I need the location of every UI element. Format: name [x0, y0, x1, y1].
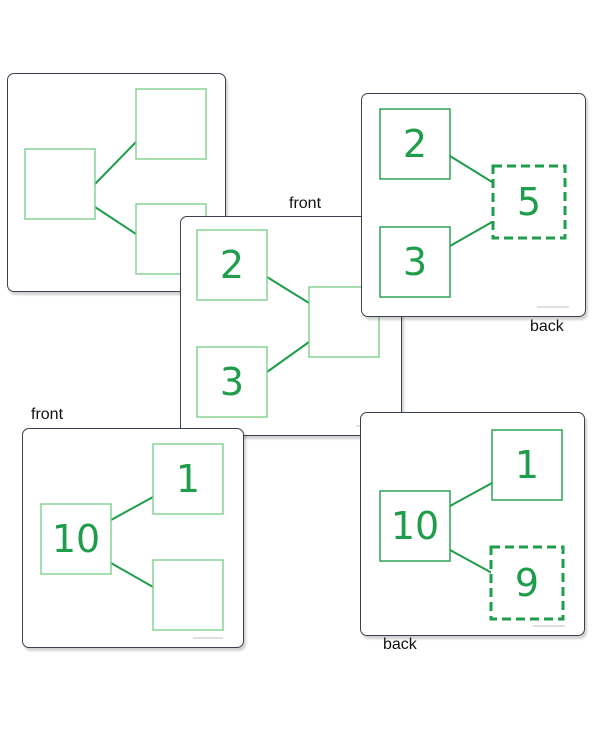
part-top-box [196, 229, 268, 301]
part-top-number: 2 [403, 122, 427, 166]
whole-box [40, 503, 112, 575]
footer-mark [537, 306, 569, 308]
part-bottom-number: 3 [220, 360, 244, 404]
footer-mark [533, 625, 565, 627]
connector-line [110, 562, 154, 588]
back-label: back [530, 318, 564, 335]
whole-box-dashed [491, 164, 567, 240]
part-bottom-number: 9 [515, 561, 539, 605]
part-top-box [491, 429, 563, 501]
back-label: back [383, 636, 417, 653]
whole-number: 5 [517, 180, 541, 224]
connector-line [94, 141, 137, 185]
part-bottom-number: 3 [403, 240, 427, 284]
part-top-number: 2 [220, 243, 244, 287]
part-bottom-box-dashed [489, 545, 565, 621]
connector-line [449, 155, 493, 183]
whole-box [379, 490, 451, 562]
part-bottom-box [152, 559, 224, 631]
part-top-number: 1 [515, 443, 539, 487]
whole-number: 10 [391, 504, 439, 548]
connector-line [449, 221, 493, 247]
part-bottom-box [196, 346, 268, 418]
connector-line [266, 276, 310, 304]
connector-line [94, 206, 137, 235]
part-top-box [379, 108, 451, 180]
connector-line [110, 496, 154, 521]
number-bond-diagram: 10 1 9 [379, 429, 565, 627]
part-top-box [135, 88, 207, 160]
connector-line [449, 482, 493, 507]
number-bond-diagram: 10 1 [40, 443, 224, 639]
part-top-number: 1 [176, 457, 200, 501]
front-label: front [289, 195, 322, 212]
front-label: front [31, 406, 64, 423]
card-back-2-3-5: 2 3 5 [361, 93, 586, 317]
footer-mark [193, 637, 223, 639]
connector-line [266, 341, 310, 373]
card-front-10-1: 10 1 [22, 428, 244, 648]
number-bond-diagram: 2 3 5 [379, 108, 569, 308]
part-top-box [152, 443, 224, 515]
card-back-10-1-9: 10 1 9 [360, 412, 585, 636]
part-bottom-box [379, 226, 451, 298]
whole-box [24, 148, 96, 220]
whole-number: 10 [52, 517, 100, 561]
connector-line [449, 549, 493, 574]
